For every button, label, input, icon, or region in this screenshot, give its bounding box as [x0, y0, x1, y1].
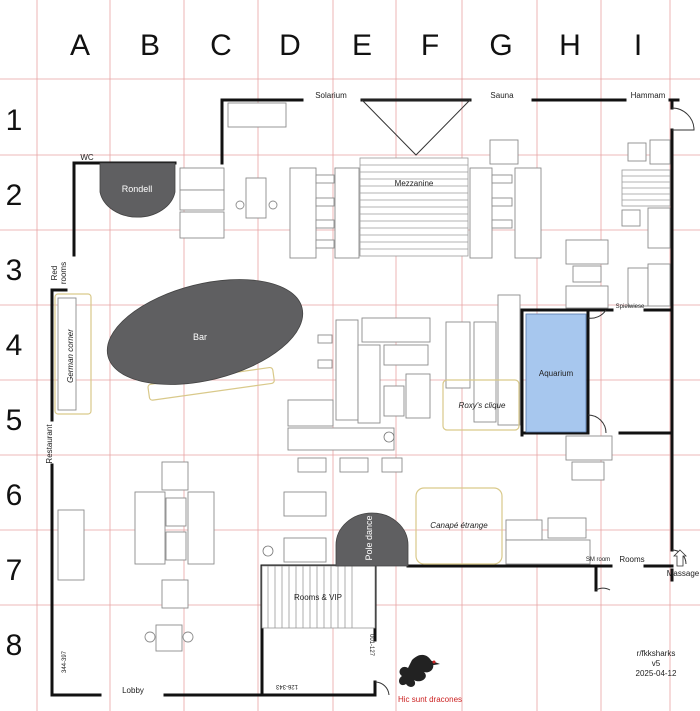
row-header-5: 5: [6, 404, 23, 437]
label-wc: WC: [80, 153, 94, 162]
label-solarium: Solarium: [315, 91, 347, 100]
dragon-icon: [399, 654, 440, 687]
label-restaurant: Restaurant: [45, 424, 54, 464]
zones: [54, 293, 520, 565]
label-massage: Massage: [667, 569, 700, 578]
column-header-c: C: [210, 29, 232, 62]
column-header-b: B: [140, 29, 160, 62]
column-headers: A B C D E F G H I: [70, 29, 642, 62]
label-hammam: Hammam: [631, 91, 666, 100]
pole-dance-stage: [335, 512, 409, 567]
mezzanine-void: [360, 99, 472, 156]
label-lobby: Lobby: [122, 686, 144, 695]
rooms-vip-stairs: [261, 565, 376, 629]
mezzanine-stairs: [359, 157, 469, 257]
label-sm-room: SM room: [586, 557, 610, 563]
label-roxys-clique: Roxy's clique: [459, 401, 506, 410]
label-aquarium: Aquarium: [539, 369, 574, 378]
hammam-stairs: [621, 169, 671, 207]
row-header-2: 2: [6, 179, 23, 212]
label-344-397: 344-397: [62, 650, 68, 673]
furniture: [57, 102, 671, 652]
credit-author: r/fkksharks: [637, 649, 676, 658]
label-pole-dance: Pole dance: [364, 515, 374, 560]
label-spielwiese: Spielwiese: [616, 304, 645, 310]
up-arrow-icon: [673, 549, 687, 567]
column-header-g: G: [489, 29, 512, 62]
credits: r/fkksharks v5 2025-04-12: [636, 649, 677, 678]
credit-version: v5: [652, 659, 661, 668]
credit-date: 2025-04-12: [636, 669, 677, 678]
label-rooms: Rooms: [619, 555, 644, 564]
label-hic-sunt-dracones: Hic sunt dracones: [398, 695, 462, 704]
plant-icon: [262, 431, 395, 557]
label-red-rooms-line1: Red: [50, 266, 59, 281]
label-barflies: Barflies: [195, 378, 227, 392]
label-126-343: 126-343: [275, 683, 298, 689]
row-header-6: 6: [6, 479, 23, 512]
label-german-corner: German corner: [66, 329, 75, 383]
room-labels: Solarium Sauna Hammam WC Rondell Mezzani…: [45, 91, 700, 704]
column-header-e: E: [352, 29, 372, 62]
row-header-4: 4: [6, 329, 23, 362]
aquarium-tank: [525, 313, 587, 433]
label-mezzanine: Mezzanine: [395, 179, 434, 188]
bar-counter: [106, 279, 304, 385]
row-header-3: 3: [6, 254, 23, 287]
label-001-127: 001-127: [368, 634, 374, 657]
column-header-d: D: [279, 29, 301, 62]
label-rondell: Rondell: [122, 184, 153, 194]
label-canape-etrange: Canapé étrange: [430, 521, 488, 530]
column-header-f: F: [421, 29, 439, 62]
column-header-a: A: [70, 29, 90, 62]
column-header-h: H: [559, 29, 581, 62]
label-sauna: Sauna: [490, 91, 514, 100]
row-header-1: 1: [6, 104, 23, 137]
label-red-rooms-line2: rooms: [59, 262, 68, 284]
label-bar: Bar: [193, 332, 207, 342]
label-rooms-vip: Rooms & VIP: [294, 593, 342, 602]
column-header-i: I: [634, 29, 642, 62]
row-headers: 1 2 3 4 5 6 7 8: [6, 104, 23, 662]
row-header-8: 8: [6, 629, 23, 662]
row-header-7: 7: [6, 554, 23, 587]
rondell-area: [99, 162, 176, 218]
